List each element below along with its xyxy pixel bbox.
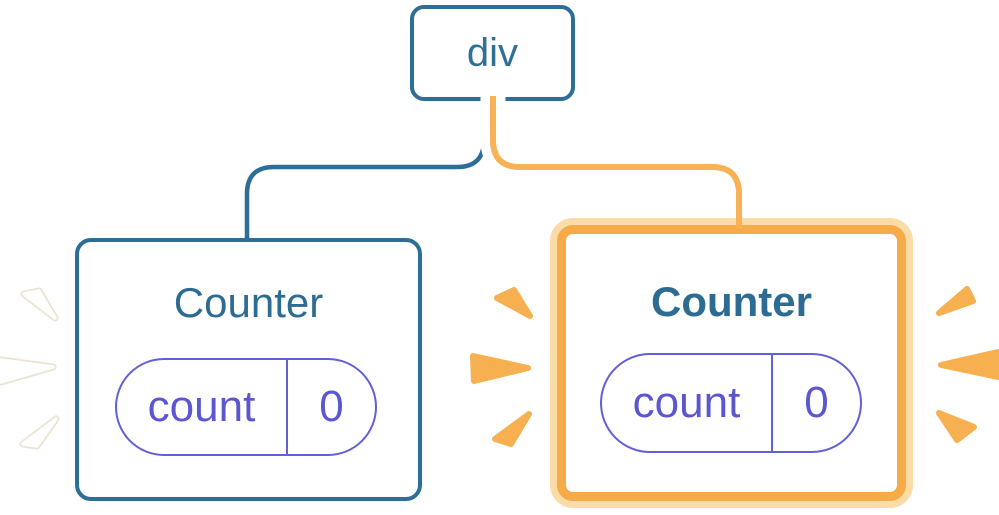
counter-title: Counter [173,279,324,326]
state-value: 0 [804,378,829,427]
spark-burst-left-white [0,287,60,450]
spark-burst-middle-orange [470,287,533,447]
spark-icon [936,410,977,443]
root-node-label: div [466,30,519,75]
connector-div-to-right-counter [490,96,742,229]
state-key: count [602,355,773,451]
root-node: div [410,5,575,101]
spark-burst-right-orange [936,286,999,443]
spark-icon [21,417,58,448]
state-value: 0 [319,382,344,431]
counter-card-right: Counter count 0 [557,225,906,501]
counter-title: Counter [651,278,812,325]
state-key: count [117,360,288,454]
spark-icon [0,358,55,384]
spark-icon [0,356,57,386]
connector-orange-casing [480,96,752,218]
spark-icon [936,286,976,316]
state-pill: count 0 [115,358,377,456]
spark-icon [938,349,999,380]
spark-icon [20,287,59,322]
spark-icon [22,289,57,320]
spark-icon [494,287,533,319]
spark-icon [19,415,60,450]
spark-icon [492,411,532,447]
counter-card-left: Counter count 0 [75,238,422,501]
connector-div-to-left-counter [244,96,487,242]
spark-icon [470,353,531,384]
state-pill: count 0 [600,353,862,453]
